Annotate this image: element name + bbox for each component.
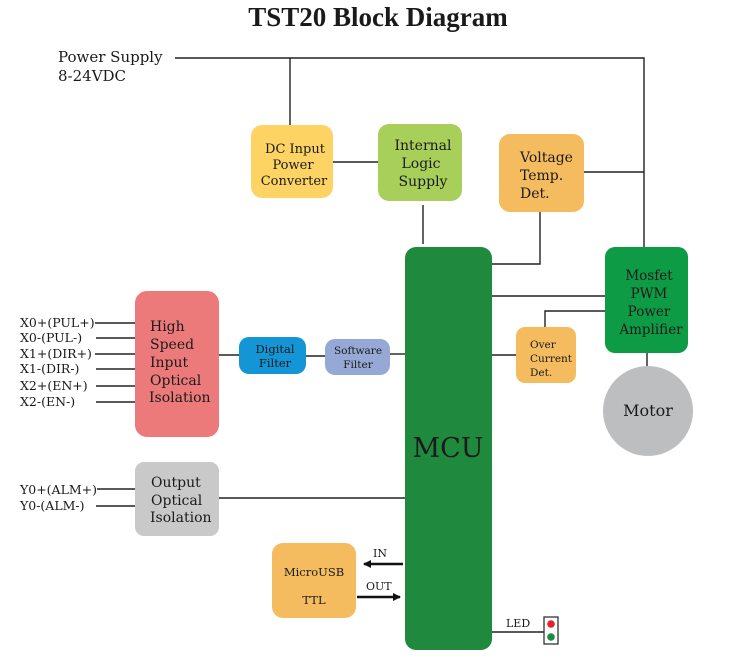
over-current-line-1: Current: [530, 353, 573, 365]
microusb-box: [272, 543, 356, 618]
led-label: LED: [506, 617, 530, 630]
dc-input-line-0: DC Input: [265, 142, 326, 157]
internal-logic-line-0: Internal: [395, 138, 453, 154]
digital-filter-line-1: Filter: [259, 356, 292, 370]
led-red: [547, 620, 555, 628]
voltage-temp-box: [499, 134, 584, 212]
over-current-box: [516, 327, 576, 383]
mcu-block: MCU: [405, 247, 492, 650]
input-label-5: X2-(EN-): [20, 394, 75, 409]
output-optical-line-1: Optical: [151, 493, 203, 509]
internal-logic-line-2: Supply: [399, 174, 448, 190]
dc-input-line-2: Converter: [261, 174, 328, 189]
out-arrow-label: OUT: [366, 580, 392, 593]
digital-filter-box: [239, 337, 306, 374]
voltage-temp-line-2: Det.: [520, 186, 550, 202]
high-speed-line-1: Speed: [150, 337, 194, 353]
software-filter-block: Software Filter: [325, 339, 390, 375]
mosfet-line-3: Amplifier: [618, 322, 683, 338]
input-label-4: X2+(EN+): [20, 378, 88, 393]
high-speed-line-4: Isolation: [149, 390, 211, 406]
output-optical-isolation-block: Output Optical Isolation: [135, 462, 219, 536]
over-current-det-block: Over Current Det.: [516, 327, 576, 383]
input-label-1: X0-(PUL-): [20, 330, 82, 345]
digital-filter-line-0: Digital: [255, 342, 294, 356]
dc-input-line-1: Power: [272, 158, 314, 173]
power-supply-label: Power Supply: [58, 48, 163, 66]
software-filter-line-0: Software: [334, 345, 382, 357]
high-speed-line-2: Input: [150, 355, 189, 371]
input-label-0: X0+(PUL+): [20, 315, 95, 330]
input-label-3: X1-(DIR-): [20, 361, 79, 376]
motor-circle: [603, 366, 693, 456]
output-label-0: Y0+(ALM+): [19, 482, 97, 497]
input-label-2: X1+(DIR+): [20, 346, 92, 361]
diagram-title: TST20 Block Diagram: [248, 2, 508, 32]
software-filter-line-1: Filter: [343, 359, 373, 371]
output-label-1: Y0-(ALM-): [19, 498, 85, 513]
dc-input-box: [251, 125, 333, 198]
mosfet-box: [605, 247, 688, 353]
over-current-line-0: Over: [530, 339, 557, 351]
power-bus-line: [175, 57, 645, 247]
internal-logic-supply-block: Internal Logic Supply: [378, 124, 462, 201]
microusb-ttl-block: MicroUSB TTL: [272, 543, 356, 618]
in-arrow-label: IN: [373, 547, 387, 560]
high-speed-line-3: Optical: [150, 373, 202, 389]
mcu-label: MCU: [412, 433, 483, 464]
connection-lines: [95, 57, 648, 633]
digital-filter-block: Digital Filter: [239, 337, 306, 374]
output-optical-line-2: Isolation: [150, 510, 212, 526]
motor-block: Motor: [603, 366, 693, 456]
voltage-temp-line-1: Temp.: [520, 168, 563, 184]
voltage-temp-det-block: Voltage Temp. Det.: [499, 134, 584, 212]
mosfet-pwm-amplifier-block: Mosfet PWM Power Amplifier: [605, 247, 688, 353]
mosfet-line-0: Mosfet: [625, 268, 673, 284]
internal-logic-line-1: Logic: [401, 156, 440, 172]
led-indicator: LED: [506, 616, 559, 645]
led-green: [547, 633, 555, 641]
power-supply-voltage: 8-24VDC: [58, 67, 126, 85]
high-speed-input-isolation-block: High Speed Input Optical Isolation: [135, 291, 219, 437]
mosfet-line-1: PWM: [631, 286, 668, 302]
mosfet-to-overcurrent-line: [544, 310, 605, 327]
mosfet-line-2: Power: [628, 304, 671, 320]
output-optical-box: [135, 462, 219, 536]
high-speed-line-0: High: [150, 319, 185, 335]
output-optical-line-0: Output: [151, 475, 201, 491]
output-labels: Y0+(ALM+) Y0-(ALM-): [19, 482, 97, 513]
voltage-temp-line-0: Voltage: [519, 150, 573, 166]
motor-label: Motor: [623, 401, 673, 420]
input-labels: X0+(PUL+) X0-(PUL-) X1+(DIR+) X1-(DIR-) …: [20, 315, 95, 409]
over-current-line-2: Det.: [530, 367, 552, 379]
mcu-box: [405, 247, 492, 650]
voltage-to-mcu-line: [492, 212, 541, 265]
internal-logic-box: [378, 124, 462, 201]
dc-input-power-converter-block: DC Input Power Converter: [251, 125, 333, 198]
microusb-line-1: TTL: [302, 593, 326, 607]
microusb-line-0: MicroUSB: [284, 565, 344, 579]
software-filter-box: [325, 339, 390, 375]
high-speed-box: [135, 291, 219, 437]
